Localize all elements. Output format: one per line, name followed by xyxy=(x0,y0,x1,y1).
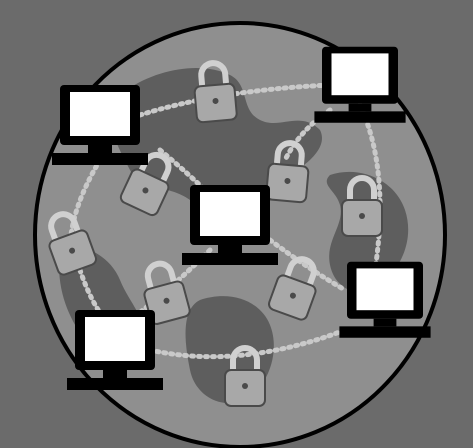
keyboard-base xyxy=(67,378,163,390)
keyboard-base xyxy=(339,326,430,337)
monitor-screen xyxy=(357,268,414,310)
monitor-screen xyxy=(332,53,389,95)
monitor-neck xyxy=(88,145,112,153)
keyboard-base xyxy=(314,111,405,122)
monitor-screen xyxy=(70,92,130,136)
padlock-keyhole xyxy=(242,383,248,389)
computer-icon xyxy=(339,262,430,338)
monitor-screen xyxy=(200,192,260,236)
computer-icon xyxy=(182,185,278,265)
monitor-neck xyxy=(218,245,242,253)
monitor-neck xyxy=(349,104,372,112)
padlock-keyhole xyxy=(359,213,365,219)
monitor-neck xyxy=(374,319,397,327)
monitor-screen xyxy=(85,317,145,361)
computer-icon xyxy=(67,310,163,390)
monitor-neck xyxy=(103,370,127,378)
computer-icon xyxy=(52,85,148,165)
keyboard-base xyxy=(52,153,148,165)
keyboard-base xyxy=(182,253,278,265)
